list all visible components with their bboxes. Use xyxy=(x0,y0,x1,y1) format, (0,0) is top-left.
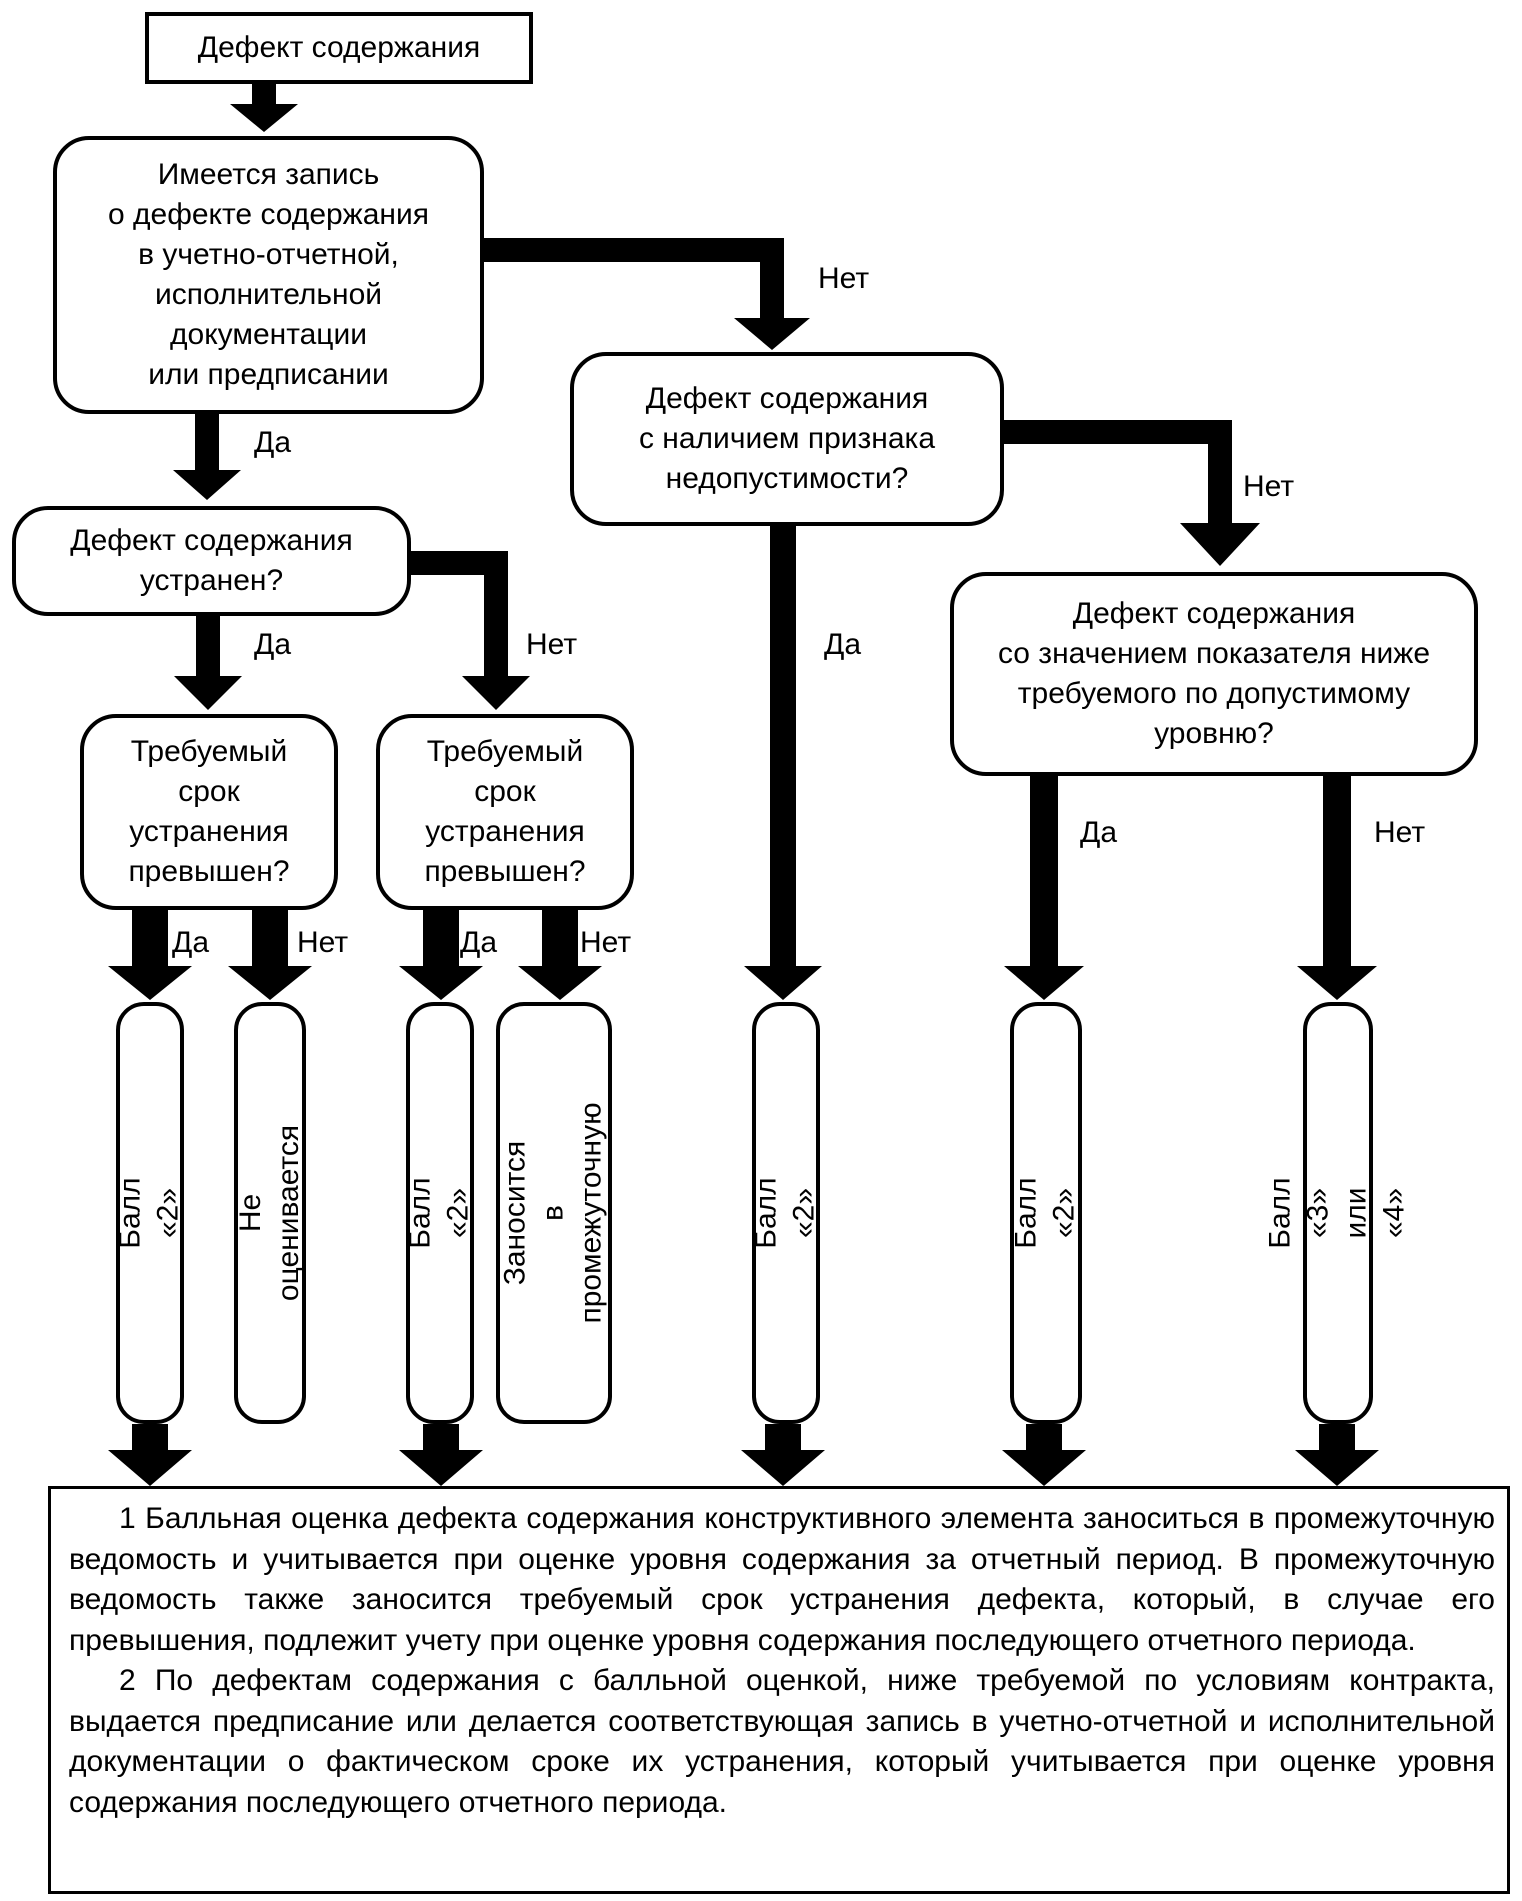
label-unacceptable-no: Нет xyxy=(1243,470,1295,503)
result-score-2-a-text: Балл «2» xyxy=(114,1177,186,1249)
decision-record-exists: Имеется запись о дефекте содержания в уч… xyxy=(53,136,484,414)
arrow-unacceptable-no xyxy=(1004,420,1260,566)
label-left-yes: Да xyxy=(172,926,210,959)
decision-term-exceeded-left-text: Требуемый срок устранения превышен? xyxy=(128,735,290,888)
decision-below-required-text: Дефект содержания со значением показател… xyxy=(997,597,1431,750)
label-record-no: Нет xyxy=(818,262,870,295)
label-eliminated-yes: Да xyxy=(254,628,292,661)
decision-unacceptable: Дефект содержания с наличием признака не… xyxy=(570,352,1004,526)
note-1: 1 Балльная оценка дефекта содержания кон… xyxy=(69,1502,1495,1657)
arrow-start-to-record xyxy=(230,84,298,132)
result-not-evaluated: Не оценивается xyxy=(234,1002,306,1424)
arrow-right-yes xyxy=(399,910,483,1000)
arrow-r7-to-notes xyxy=(1295,1424,1379,1486)
arrow-eliminated-yes xyxy=(174,616,242,710)
arrow-eliminated-no xyxy=(411,551,530,710)
arrow-record-yes xyxy=(173,414,241,500)
result-score-2-b-text: Балл «2» xyxy=(404,1177,476,1249)
label-eliminated-no: Нет xyxy=(526,628,578,661)
result-score-2-d-text: Балл «2» xyxy=(1010,1177,1082,1249)
result-score-3-or-4: Балл «3» или «4» xyxy=(1264,1002,1411,1424)
start-node: Дефект содержания xyxy=(145,12,533,84)
decision-unacceptable-text: Дефект содержания с наличием признака не… xyxy=(638,382,936,495)
result-score-2-c: Балл «2» xyxy=(750,1002,821,1424)
label-right-no: Нет xyxy=(580,926,632,959)
result-score-2-b: Балл «2» xyxy=(404,1002,475,1424)
result-intermediate: Заносится в промежуточную xyxy=(496,1002,612,1424)
arrow-r3-to-notes xyxy=(399,1424,483,1486)
arrow-below-yes xyxy=(1004,776,1084,1000)
arrow-left-yes xyxy=(108,910,192,1000)
decision-record-exists-text: Имеется запись о дефекте содержания в уч… xyxy=(107,158,430,391)
result-score-2-d: Балл «2» xyxy=(1010,1002,1082,1424)
decision-eliminated: Дефект содержания устранен? xyxy=(12,506,411,616)
arrow-below-no xyxy=(1297,776,1377,1000)
note-2: 2 По дефектам содержания с балльной оцен… xyxy=(69,1664,1495,1819)
arrow-right-no xyxy=(518,910,602,1000)
arrow-unacceptable-yes xyxy=(744,526,822,1000)
decision-term-exceeded-right-text: Требуемый срок устранения превышен? xyxy=(424,735,586,888)
label-record-yes: Да xyxy=(254,426,292,459)
arrow-record-no xyxy=(484,238,810,350)
decision-below-required: Дефект содержания со значением показател… xyxy=(950,572,1478,776)
result-intermediate-text: Заносится в промежуточную xyxy=(499,1102,609,1324)
result-score-2-a: Балл «2» xyxy=(114,1002,185,1424)
notes-box: 1 Балльная оценка дефекта содержания кон… xyxy=(48,1486,1510,1894)
label-unacceptable-yes: Да xyxy=(824,628,862,661)
arrow-r5-to-notes xyxy=(741,1424,825,1486)
result-score-3-or-4-text: Балл «3» или «4» xyxy=(1264,1177,1412,1249)
decision-term-exceeded-right: Требуемый срок устранения превышен? xyxy=(376,714,634,910)
decision-eliminated-text: Дефект содержания устранен? xyxy=(70,524,353,597)
label-right-yes: Да xyxy=(460,926,498,959)
arrow-left-no xyxy=(228,910,312,1000)
label-below-yes: Да xyxy=(1080,816,1118,849)
arrow-r6-to-notes xyxy=(1002,1424,1086,1486)
label-below-no: Нет xyxy=(1374,816,1426,849)
result-not-evaluated-text: Не оценивается xyxy=(234,1124,306,1302)
start-node-text: Дефект содержания xyxy=(197,31,481,64)
label-left-no: Нет xyxy=(297,926,349,959)
decision-term-exceeded-left: Требуемый срок устранения превышен? xyxy=(80,714,338,910)
arrow-r1-to-notes xyxy=(108,1424,192,1486)
result-score-2-c-text: Балл «2» xyxy=(750,1177,822,1249)
